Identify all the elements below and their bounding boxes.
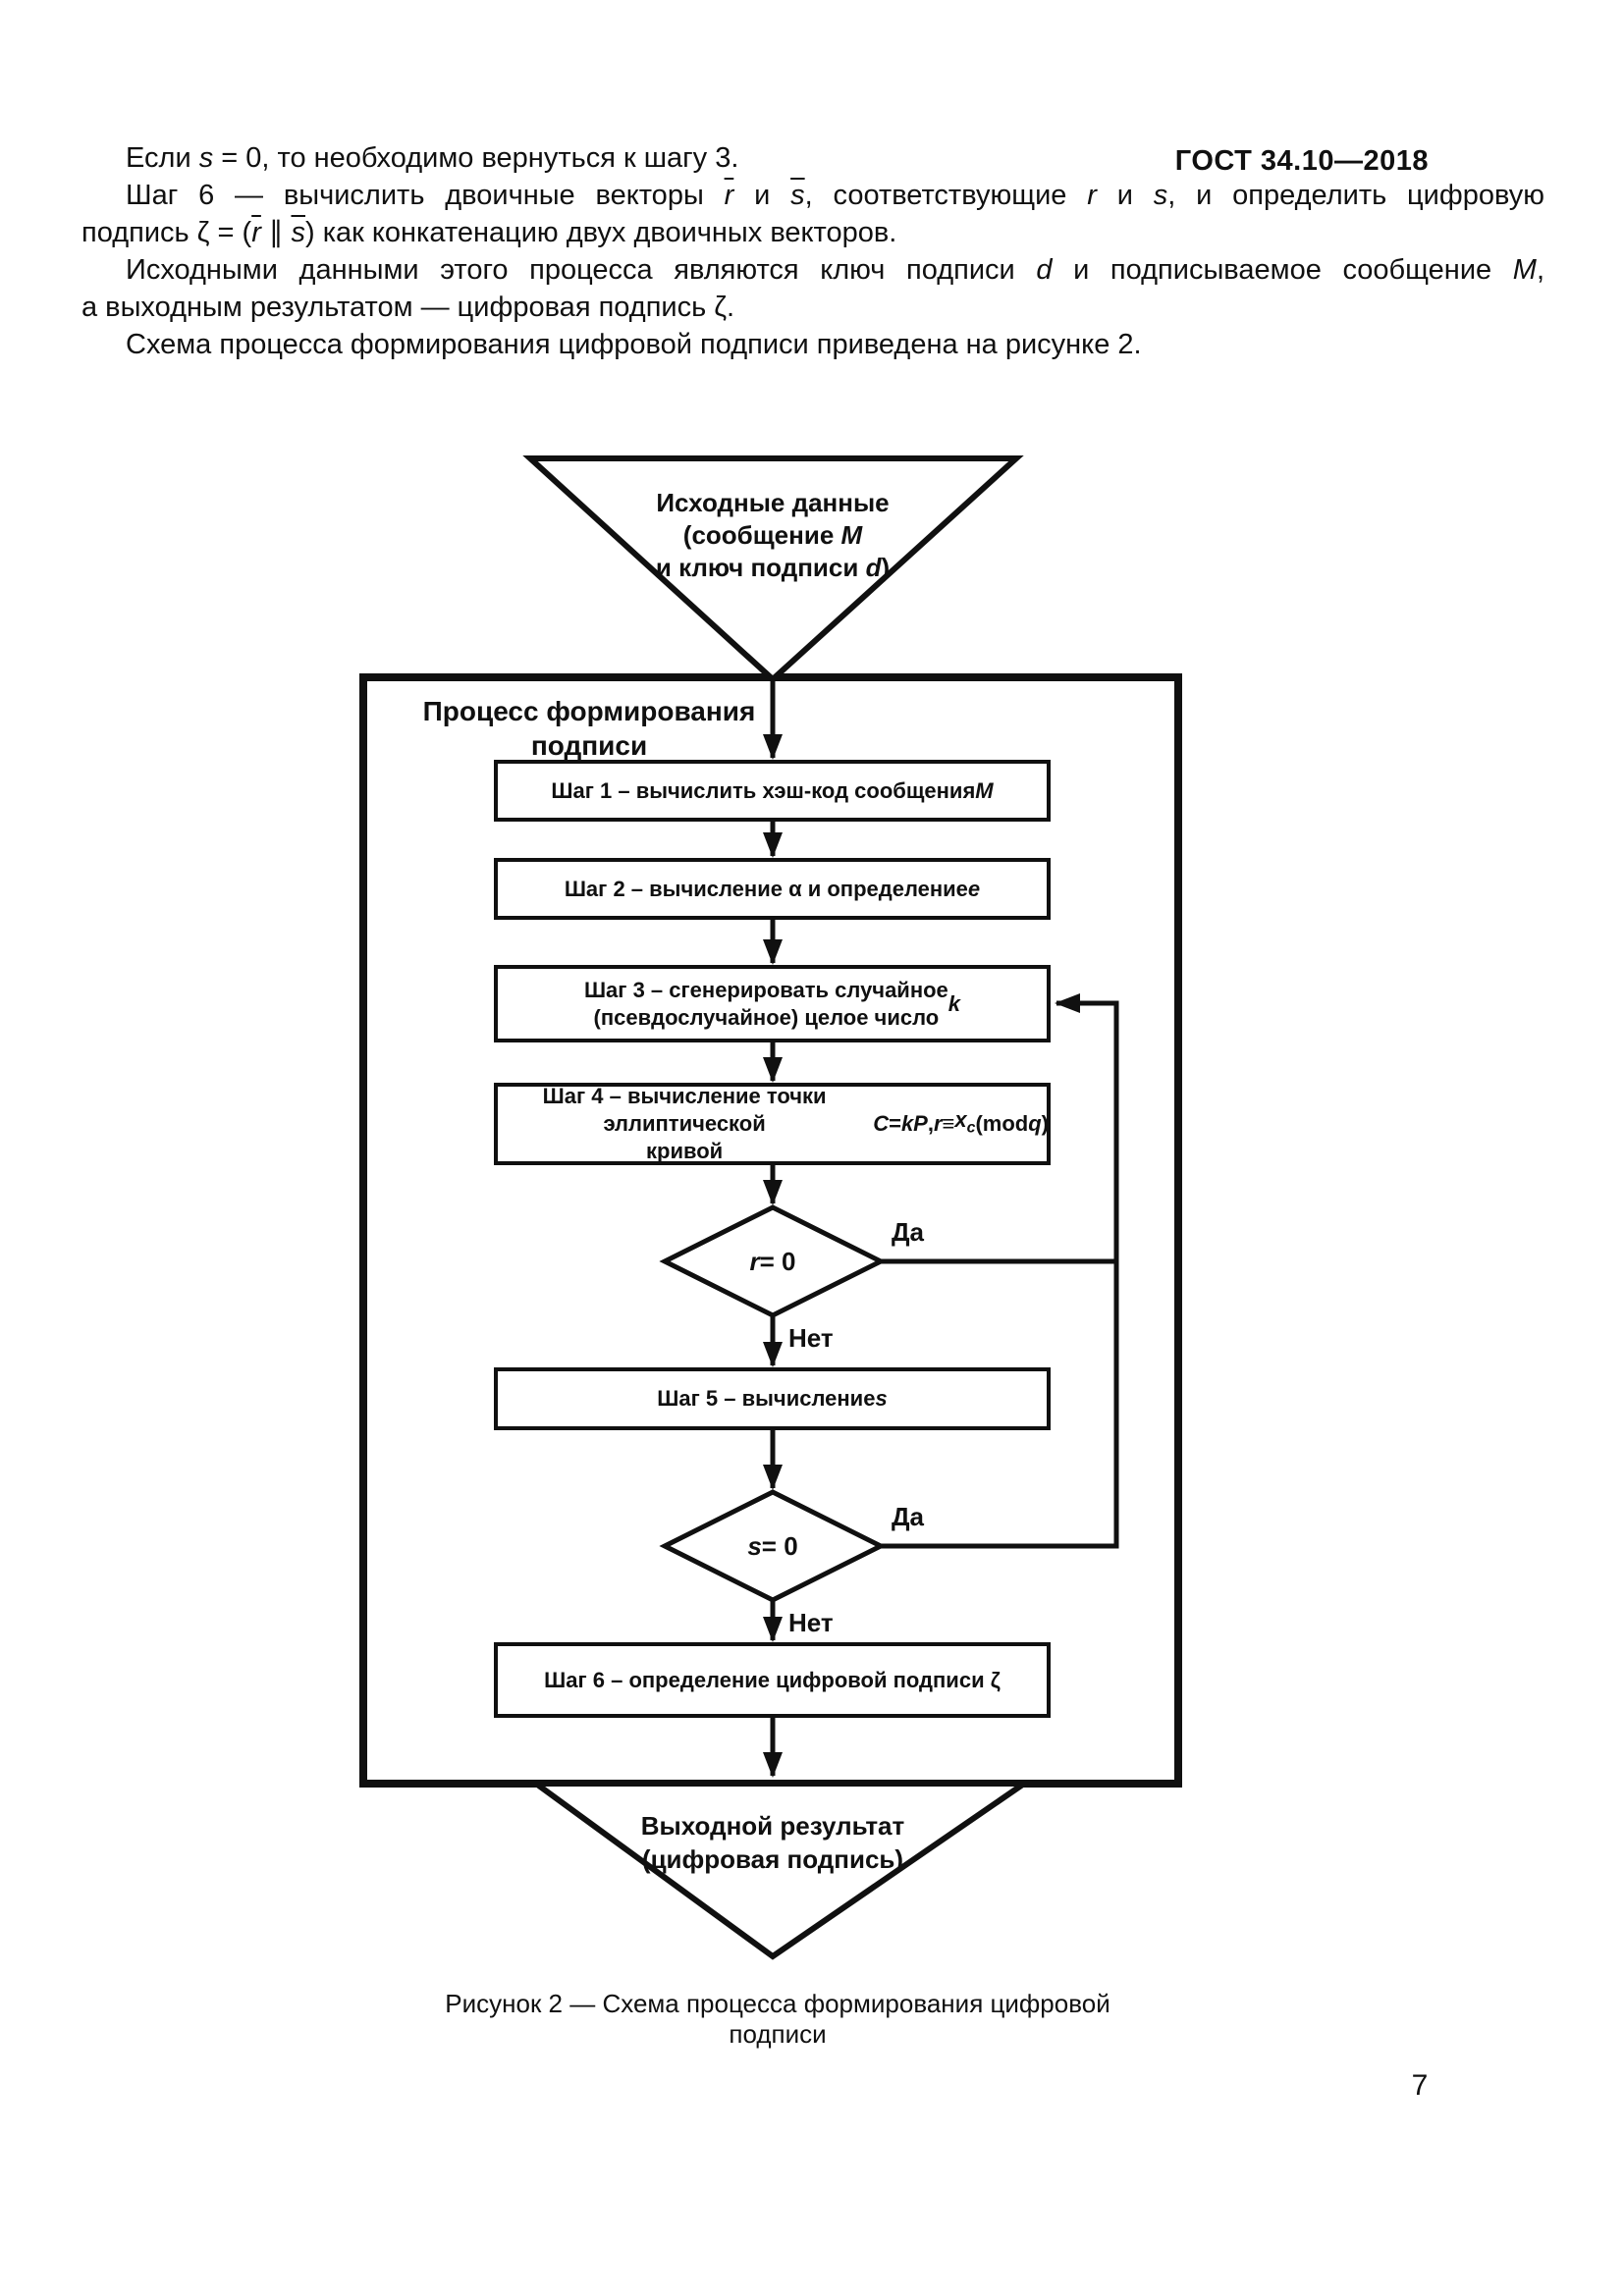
decision-s-condition: s = 0 bbox=[747, 1530, 798, 1561]
page-number: 7 bbox=[1411, 2069, 1429, 2102]
step-1-label: Шаг 1 – вычислить хэш-код сообщения M bbox=[551, 777, 994, 803]
step-5-box bbox=[494, 1367, 1051, 1430]
doc-number: ГОСТ 34.10—2018 bbox=[1174, 145, 1429, 177]
decision-s-yes-label: Да bbox=[892, 1502, 924, 1531]
step-3-label: Шаг 3 – сгенерировать случайное(псевдосл… bbox=[583, 977, 961, 1030]
feedback-line bbox=[881, 993, 1119, 1549]
step-2-box bbox=[494, 858, 1051, 920]
step-6-box bbox=[494, 1642, 1051, 1718]
paragraph-line: подпись ζ = (r ∥ s) как конкатенацию дву… bbox=[81, 217, 897, 248]
output-triangle-label: Выходной результат(цифровая подпись) bbox=[640, 1811, 905, 1874]
step-2-label: Шаг 2 – вычисление α и определение e bbox=[564, 876, 981, 901]
step-3-box bbox=[494, 965, 1051, 1042]
decision-r-condition: r = 0 bbox=[749, 1246, 796, 1276]
step-6-label: Шаг 6 – определение цифровой подписи ζ bbox=[544, 1667, 1001, 1692]
paragraph-line: а выходным результатом — цифровая подпис… bbox=[81, 292, 735, 323]
figure-caption: Рисунок 2 — Схема процесса формирования … bbox=[445, 1989, 1110, 2049]
step-5-label: Шаг 5 – вычисление s bbox=[657, 1386, 888, 1411]
paragraph-line: Если s = 0, то необходимо вернуться к ша… bbox=[126, 142, 739, 174]
decision-r-no-label: Нет bbox=[788, 1323, 834, 1353]
output-triangle-shape bbox=[526, 1781, 1034, 1960]
paragraph-line: Шаг 6 — вычислить двоичные векторы r и s… bbox=[126, 180, 1544, 211]
paragraph-line: Схема процесса формирования цифровой под… bbox=[126, 329, 1142, 360]
decision-s-no-label: Нет bbox=[788, 1608, 834, 1637]
intro-paragraphs: Если s = 0, то необходимо вернуться к ша… bbox=[81, 139, 1544, 363]
step-4-box bbox=[494, 1083, 1051, 1165]
decision-r-yes-label: Да bbox=[892, 1217, 924, 1247]
paragraph-line: Исходными данными этого процесса являютс… bbox=[126, 254, 1544, 286]
input-triangle-shape bbox=[522, 455, 1024, 684]
